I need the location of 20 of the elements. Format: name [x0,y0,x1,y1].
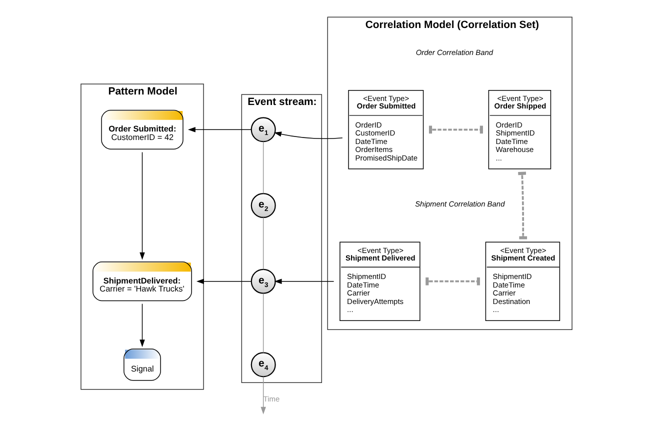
node-circle: e$_{1}$ [250,117,276,142]
arrow [196,278,252,284]
connector [262,217,264,270]
connector [428,126,482,134]
arrow [187,127,252,132]
arrow [139,303,144,348]
connector [425,277,480,286]
arrow [274,278,334,284]
node-circle: e$_{2}$ [250,192,276,218]
label: Order Correlation Band [415,48,493,57]
connector [518,172,527,240]
edge-label: Time [262,394,280,404]
arrow [260,376,266,414]
label: Shipment Correlation Band [414,200,504,209]
arrow [139,152,144,260]
node-circle: e$_{4}$ [250,352,276,378]
node-circle: e$_{3}$ [250,268,276,294]
connector [262,141,264,194]
connector [262,293,264,354]
arrow [273,132,342,139]
